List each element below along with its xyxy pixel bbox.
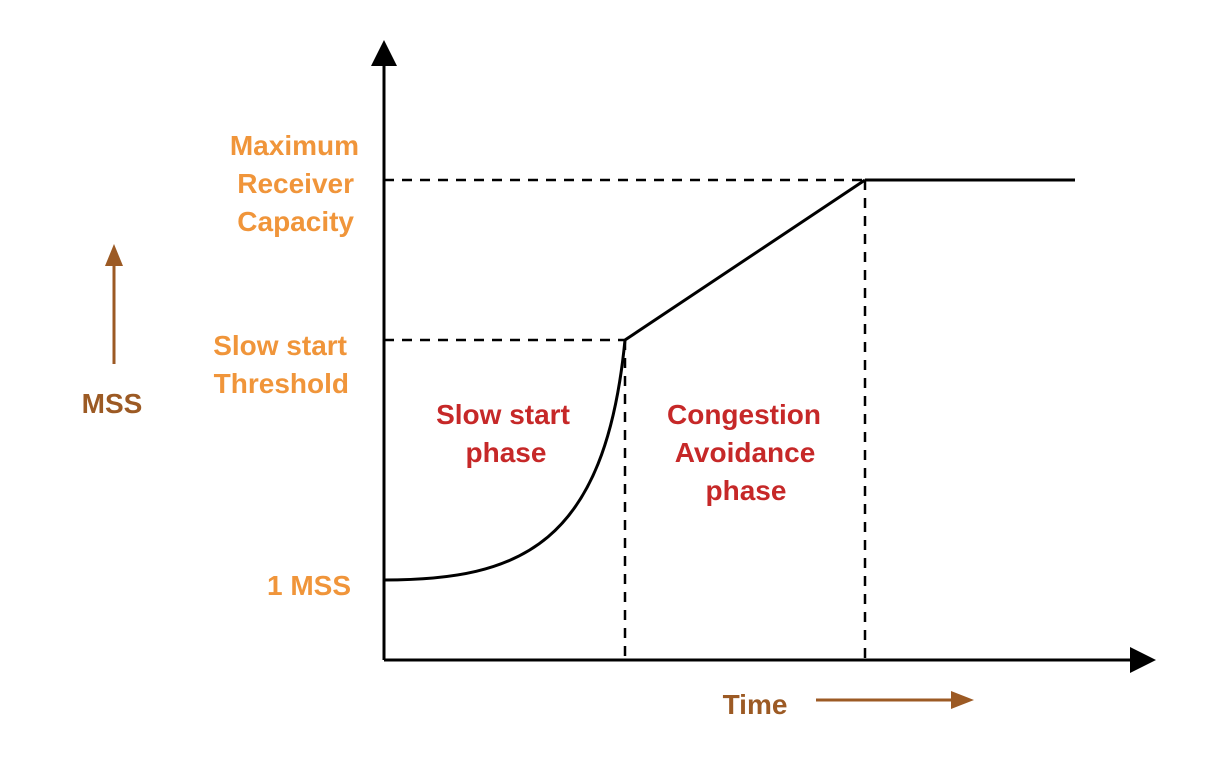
up-arrow-icon [105, 244, 123, 266]
y-axis-title: MSS [82, 388, 143, 419]
one-mss-label: 1 MSS [267, 570, 351, 601]
slow-start-phase-label-line-2: phase [466, 437, 547, 468]
threshold-label-line-1: Slow start [213, 330, 347, 361]
threshold-label-line-2: Threshold [214, 368, 349, 399]
congestion-avoidance-label-line-3: phase [706, 475, 787, 506]
congestion-avoidance-label-line-1: Congestion [667, 399, 821, 430]
max-receiver-label-line-3: Capacity [237, 206, 354, 237]
right-arrow-icon [951, 691, 974, 709]
max-receiver-label-line-2: Receiver [237, 168, 354, 199]
axes [382, 62, 1138, 662]
x-axis-arrowhead [1130, 647, 1156, 673]
x-axis-title: Time [723, 689, 788, 720]
congestion-avoidance-line [624, 178, 866, 342]
congestion-avoidance-label-line-2: Avoidance [675, 437, 816, 468]
phase-labels: Slow start phase Congestion Avoidance ph… [436, 399, 821, 506]
slow-start-curve [383, 339, 627, 582]
window-curve [383, 178, 1075, 582]
slow-start-phase-label-line-1: Slow start [436, 399, 570, 430]
x-axis-title-group: Time [723, 689, 974, 720]
max-receiver-label-line-1: Maximum [230, 130, 359, 161]
y-axis-arrowhead [371, 40, 397, 66]
level-labels: Maximum Receiver Capacity Slow start Thr… [213, 130, 359, 601]
y-axis-title-group: MSS [82, 244, 143, 419]
guide-lines [384, 178, 867, 660]
